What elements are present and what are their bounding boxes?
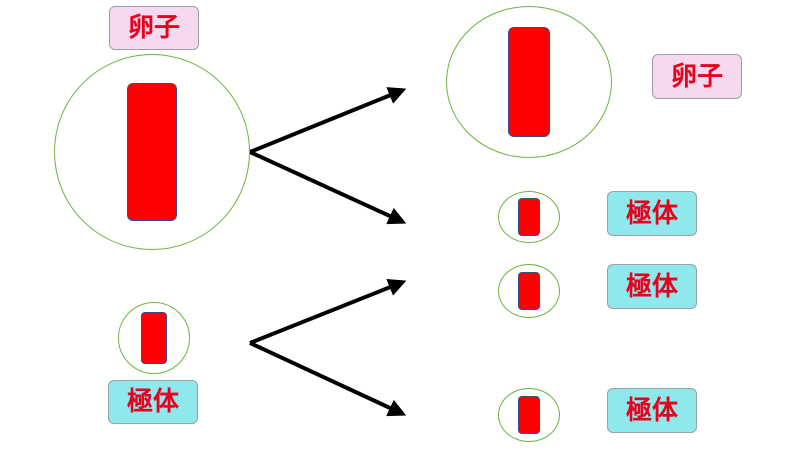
- egg-cell-left: [54, 54, 250, 250]
- polar-body-label-right-1: 極体: [607, 191, 697, 236]
- polar-body-label-left: 極体: [108, 380, 198, 424]
- egg-label-right: 卵子: [652, 54, 742, 99]
- polar-body-cell-right-3: [498, 388, 560, 442]
- polar-body-cell-right-2: [498, 264, 560, 318]
- egg-cell-right: [446, 6, 612, 158]
- chromosome: [518, 198, 540, 236]
- chromosome: [518, 396, 540, 434]
- chromosome: [127, 83, 177, 221]
- chromosome: [141, 312, 167, 364]
- polar-body-label-right-3: 極体: [607, 388, 697, 433]
- arrow-polar-to-polar-body-1: [249, 278, 407, 345]
- chromosome: [508, 27, 550, 137]
- arrow-polar-to-polar-body-2: [249, 341, 407, 417]
- polar-body-label-right-2: 極体: [607, 264, 697, 309]
- egg-label-left: 卵子: [109, 6, 199, 50]
- arrow-egg-to-egg: [249, 87, 407, 154]
- chromosome: [518, 272, 540, 310]
- polar-body-cell-left: [118, 302, 190, 374]
- arrow-egg-to-polar-body: [249, 150, 407, 225]
- polar-body-cell-right-1: [498, 191, 560, 243]
